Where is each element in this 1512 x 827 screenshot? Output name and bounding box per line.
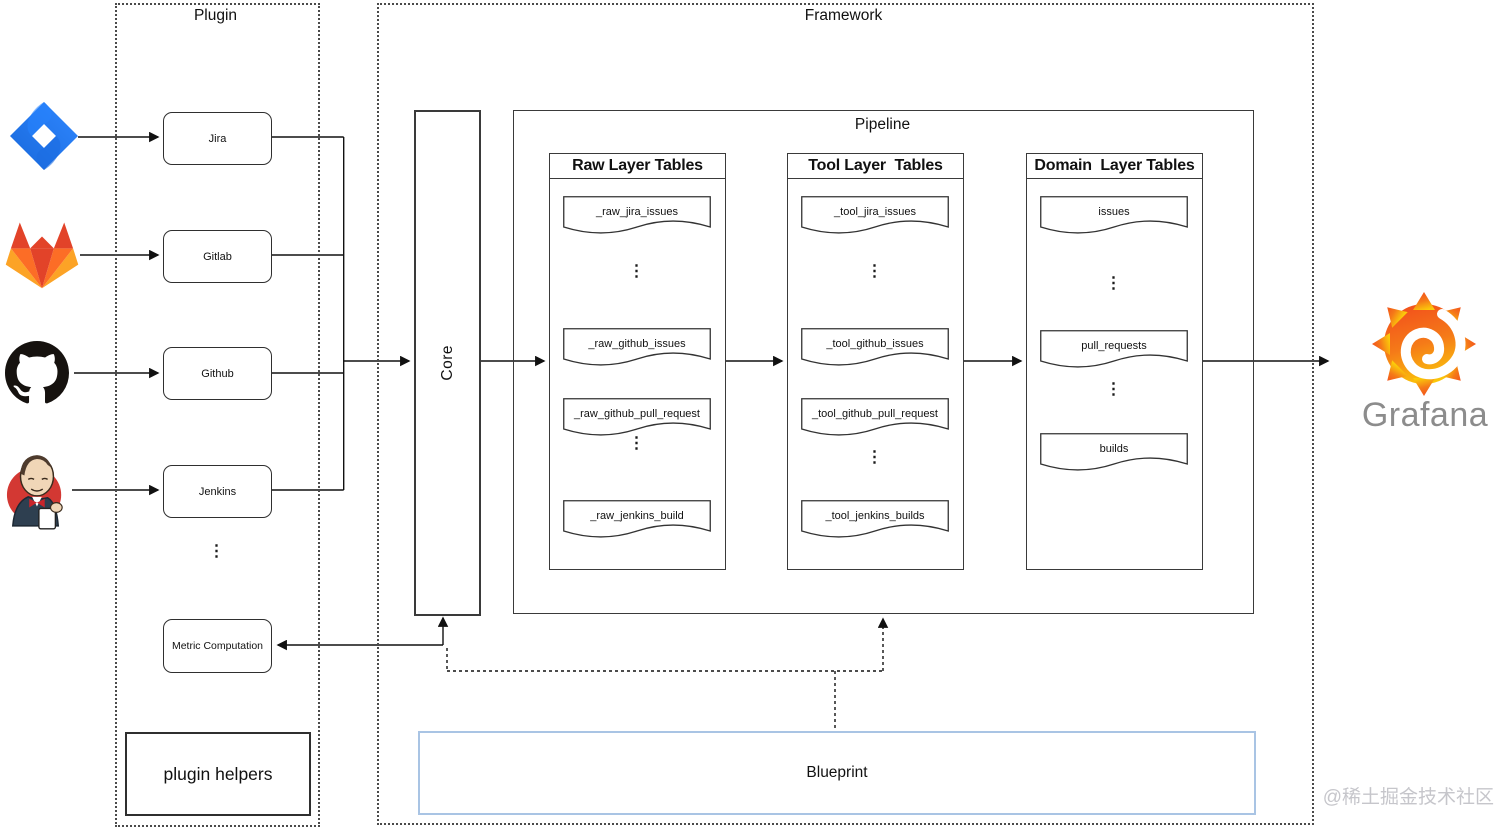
plugin-helpers-box: plugin helpers [125,732,311,816]
domain-ellipsis-1: ⋮ [1105,275,1122,292]
table-raw-jenkins-build: _raw_jenkins_build [563,500,711,538]
table-label: _raw_github_pull_request [573,408,700,420]
domain-ellipsis-2: ⋮ [1105,381,1122,398]
table-tool-jenkins-builds: _tool_jenkins_builds [801,500,949,538]
table-pull-requests: pull_requests [1040,330,1188,368]
blueprint-label: Blueprint [806,764,868,781]
table-tool-github-pull-request: _tool_github_pull_request [801,398,949,436]
table-label: _raw_jenkins_build [589,510,684,522]
core-label: Core [438,345,456,381]
domain-layer-header: Domain Layer Tables [1027,154,1202,179]
plugin-ellipsis: ⋮ [208,543,225,560]
table-label: issues [1098,206,1130,218]
table-label: _raw_jira_issues [595,206,678,218]
plugin-helpers-label: plugin helpers [163,763,273,784]
plugin-node-jenkins: Jenkins [163,465,272,518]
table-raw-github-issues: _raw_github_issues [563,328,711,366]
plugin-node-github: Github [163,347,272,400]
plugin-node-gitlab: Gitlab [163,230,272,283]
pipeline-title: Pipeline [854,116,911,133]
plugin-node-jira: Jira [163,112,272,165]
tool-ellipsis-2: ⋮ [866,449,883,466]
table-label: _raw_github_issues [587,338,686,350]
core-box: Core [414,110,481,616]
plugin-node-gitlab-label: Gitlab [203,250,232,263]
table-tool-github-issues: _tool_github_issues [801,328,949,366]
watermark: @稀土掘金技术社区 [1322,787,1494,808]
raw-ellipsis-1: ⋮ [628,263,645,280]
table-label: pull_requests [1081,340,1147,352]
gitlab-logo [5,222,79,289]
plugin-node-jenkins-label: Jenkins [198,485,237,498]
table-raw-jira-issues: _raw_jira_issues [563,196,711,234]
github-logo [5,341,69,404]
table-raw-github-pull-request: _raw_github_pull_request [563,398,711,436]
plugin-node-github-label: Github [201,367,234,380]
plugin-group-box [115,3,320,827]
framework-group-title: Framework [804,7,883,24]
metric-computation-label: Metric Computation [171,640,264,652]
table-label: _tool_jenkins_builds [824,510,925,522]
tool-ellipsis-1: ⋮ [866,263,883,280]
table-builds: builds [1040,433,1188,471]
grafana-flame-icon [1372,292,1476,396]
plugin-node-jira-label: Jira [208,132,227,145]
table-label: builds [1100,443,1129,455]
framework-group-box [377,3,1314,825]
plugin-group-title: Plugin [193,7,238,24]
table-issues: issues [1040,196,1188,234]
jira-logo [10,102,78,170]
grafana-wordmark: Grafana [1361,396,1489,434]
table-label: _tool_github_issues [825,338,924,350]
table-label: _tool_jira_issues [833,206,916,218]
blueprint-box: Blueprint [418,731,1256,815]
tool-layer-header: Tool Layer Tables [788,154,963,179]
pipeline-box [513,110,1254,614]
jenkins-logo [6,455,63,530]
raw-ellipsis-2: ⋮ [628,435,645,452]
table-label: _tool_github_pull_request [811,408,938,420]
table-tool-jira-issues: _tool_jira_issues [801,196,949,234]
raw-layer-header: Raw Layer Tables [550,154,725,179]
metric-computation-node: Metric Computation [163,619,272,673]
